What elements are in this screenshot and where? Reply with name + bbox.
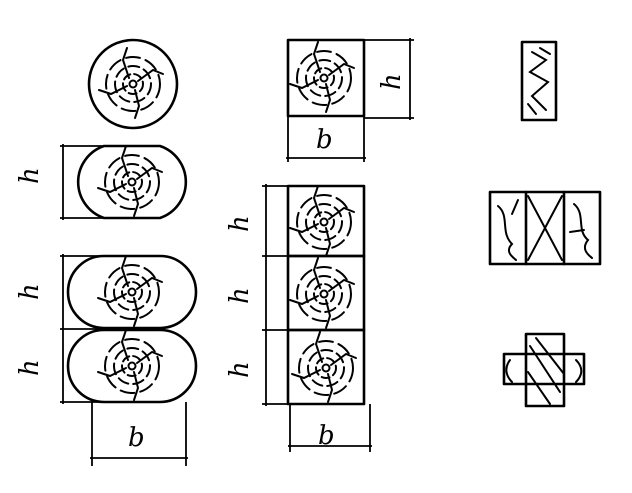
dimension-label-h: h: [225, 215, 255, 232]
dimension-label-b: b: [316, 125, 333, 155]
composite-beam-with-cross-joint: [488, 190, 602, 266]
dimension-label-b: b: [128, 423, 145, 453]
stacked-logs: h h b: [15, 254, 198, 466]
stacked-squared-beams: h h h b: [225, 184, 372, 452]
dimension-label-h: h: [225, 361, 255, 378]
log-with-height-dimension: h: [15, 144, 188, 220]
single-log: [87, 38, 179, 130]
single-squared-beam: h b: [286, 38, 414, 162]
dimension-label-h: h: [15, 283, 45, 300]
narrow-plank: [520, 40, 558, 122]
dimension-label-h: h: [377, 73, 407, 90]
dimension-label-h: h: [15, 359, 45, 376]
dimension-label-h: h: [225, 287, 255, 304]
joined-round-and-squared-member: [502, 332, 586, 408]
dimension-label-b: b: [318, 421, 335, 451]
dimension-label-h: h: [15, 167, 45, 184]
